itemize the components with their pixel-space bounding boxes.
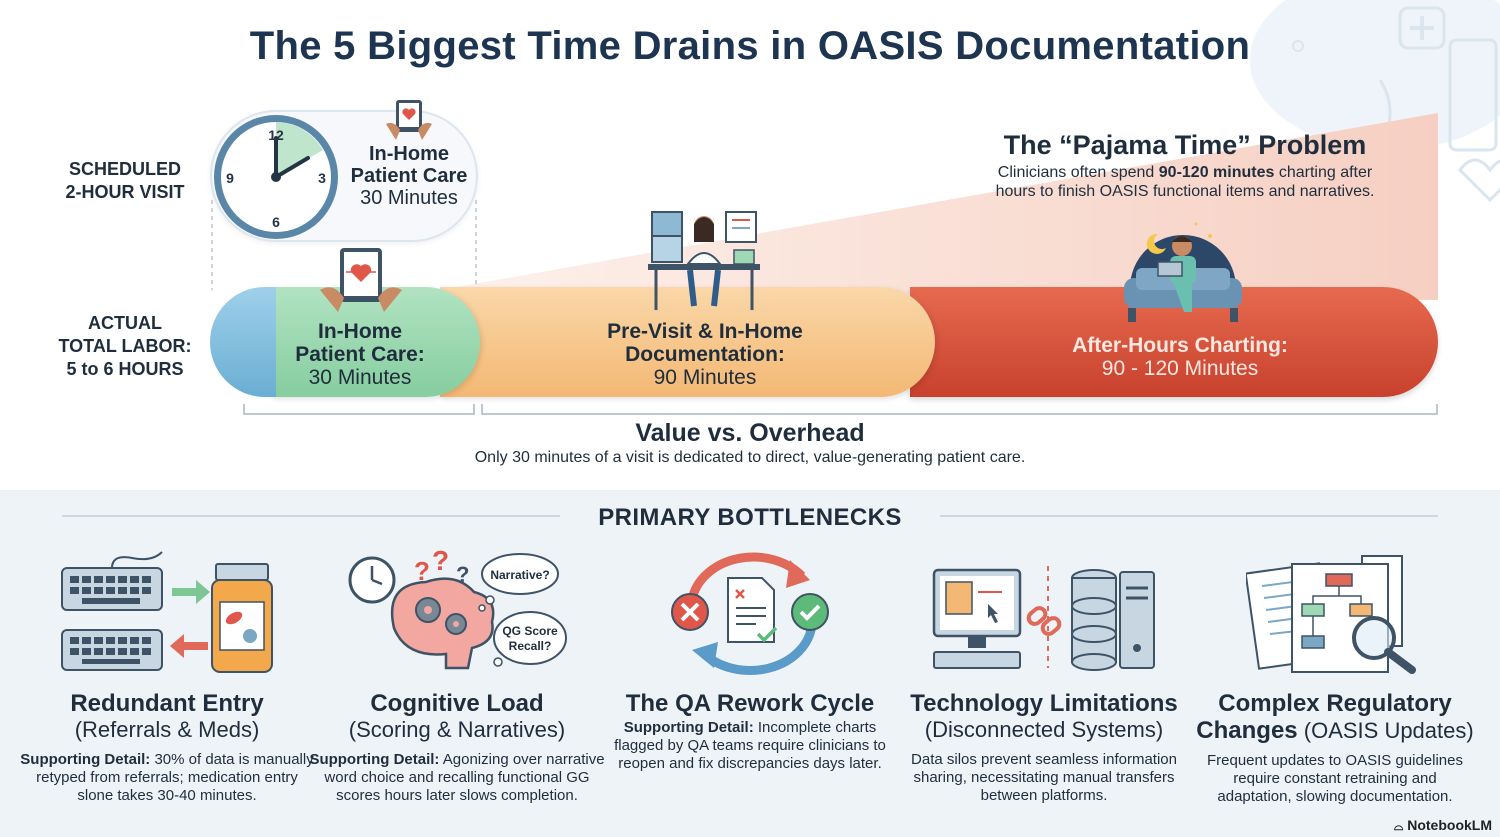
bottleneck-redundant-entry: Redundant Entry (Referrals & Meds) Suppo… bbox=[20, 690, 314, 804]
keyboard-medication-icon bbox=[61, 551, 273, 673]
qg-score-bubble-line2: Recall? bbox=[509, 639, 552, 653]
notebooklm-footer: ⌓ NotebookLM bbox=[1393, 817, 1492, 833]
qa-rework-cycle-icon bbox=[671, 552, 829, 675]
bottleneck-cognitive-load: Cognitive Load (Scoring & Narratives) Su… bbox=[309, 690, 605, 804]
primary-bottlenecks-title: PRIMARY BOTTLENECKS bbox=[560, 504, 940, 532]
bottleneck-technology-limitations: Technology Limitations (Disconnected Sys… bbox=[910, 690, 1178, 804]
svg-text:?: ? bbox=[432, 545, 449, 576]
bottleneck-qa-rework: The QA Rework Cycle Supporting Detail: I… bbox=[614, 690, 886, 772]
regulatory-documents-icon bbox=[1246, 555, 1416, 674]
page-title: The 5 Biggest Time Drains in OASIS Docum… bbox=[249, 24, 1251, 68]
narrative-bubble-text: Narrative? bbox=[490, 568, 549, 582]
bottleneck-regulatory-changes: Complex Regulatory Changes (OASIS Update… bbox=[1196, 690, 1474, 805]
top-section: The 5 Biggest Time Drains in OASIS Docum… bbox=[58, 0, 1500, 466]
clock-icon: 12 3 6 9 bbox=[214, 115, 338, 239]
value-vs-overhead-title: Value vs. Overhead bbox=[635, 419, 865, 447]
background-medical-icons bbox=[1250, 0, 1500, 203]
svg-text:?: ? bbox=[456, 562, 469, 587]
pajama-couch-icon bbox=[1124, 222, 1242, 322]
notebooklm-logo-icon: ⌓ bbox=[1393, 819, 1404, 833]
scheduled-visit-label: SCHEDULED 2-HOUR VISIT bbox=[65, 159, 185, 202]
clock-number-6: 6 bbox=[272, 214, 280, 230]
patient-care-bar-text: In-Home Patient Care: 30 Minutes bbox=[295, 320, 425, 389]
documentation-bar-text: Pre-Visit & In-Home Documentation: 90 Mi… bbox=[607, 320, 803, 389]
clock-number-3: 3 bbox=[318, 170, 326, 186]
bottleneck-divider bbox=[62, 515, 1438, 517]
disconnected-systems-icon bbox=[932, 566, 1155, 671]
patient-care-bar bbox=[270, 287, 480, 397]
after-hours-bar-text: After-Hours Charting: 90 - 120 Minutes bbox=[1072, 334, 1288, 380]
brain-cognitive-icon: ? ? ? Narrative? QG Score Recall? bbox=[348, 545, 567, 670]
tablet-hands-icon bbox=[320, 248, 402, 312]
clock-number-12: 12 bbox=[268, 127, 284, 143]
top-pill-text: In-Home Patient Care 30 Minutes bbox=[350, 143, 468, 209]
tablet-heart-icon bbox=[386, 100, 432, 140]
qg-score-bubble-line1: QG Score bbox=[502, 624, 558, 638]
pajama-time-title: The “Pajama Time” Problem bbox=[1003, 130, 1367, 160]
value-vs-overhead-description: Only 30 minutes of a visit is dedicated … bbox=[474, 449, 1026, 466]
documentation-bar bbox=[440, 287, 935, 397]
pajama-time-description: Clinicians often spend 90-120 minutes ch… bbox=[995, 164, 1375, 200]
svg-text:?: ? bbox=[414, 556, 430, 586]
clinician-at-desk-icon bbox=[648, 211, 760, 310]
actual-labor-label: ACTUAL TOTAL LABOR: 5 to 6 HOURS bbox=[58, 313, 192, 379]
clock-number-9: 9 bbox=[226, 170, 234, 186]
